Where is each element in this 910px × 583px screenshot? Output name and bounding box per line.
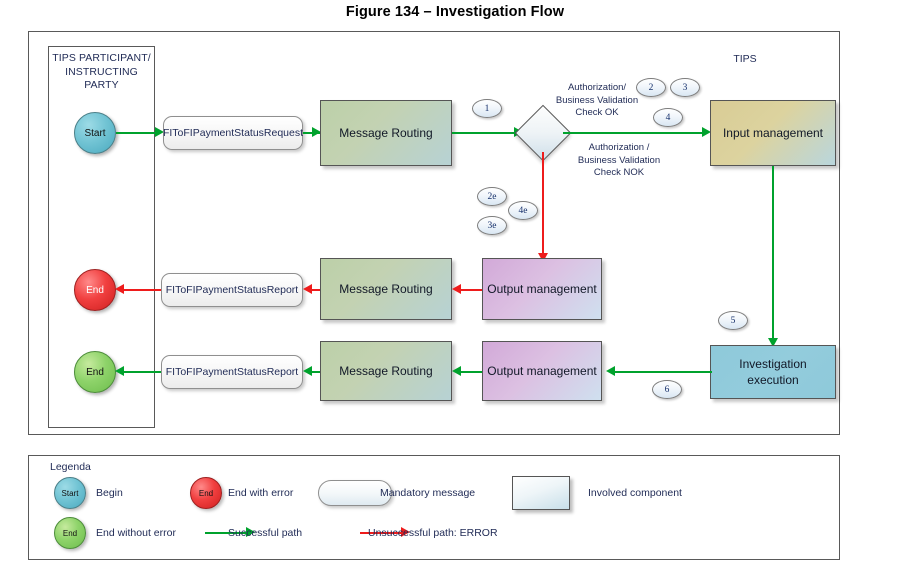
legend-mandatory-message-label: Mandatory message	[380, 487, 476, 499]
message-fitofipaymentstatusreport-error[interactable]: FIToFIPaymentStatusReport	[161, 273, 303, 307]
arrowhead-report-to-end-error	[115, 284, 124, 294]
label-check-nok: Authorization / Business Validation Chec…	[553, 142, 685, 180]
badge-6: 6	[652, 380, 682, 399]
component-output-management-bottom[interactable]: Output management	[482, 341, 602, 401]
edge-decision-ok-to-input	[563, 131, 707, 134]
party-swimlane-label: TIPS PARTICIPANT/ INSTRUCTING PARTY	[48, 52, 155, 93]
arrowhead-start-to-request	[155, 127, 164, 137]
arrowhead-output-to-routing-ok	[452, 366, 461, 376]
label-check-nok-line1: Authorization /	[588, 142, 650, 153]
party-swimlane-label-line2: INSTRUCTING	[65, 65, 138, 78]
component-message-routing-mid[interactable]: Message Routing	[320, 258, 452, 320]
badge-4: 4	[653, 108, 683, 127]
message-fitofipaymentstatusrequest[interactable]: FIToFIPaymentStatusRequest	[163, 116, 303, 150]
legend-end-ok-label: End without error	[96, 527, 176, 539]
legend-success-path-label: Successful path	[228, 527, 303, 539]
investigation-execution-line1: Investigation	[739, 357, 807, 371]
party-swimlane-label-line3: PARTY	[84, 79, 119, 91]
arrowhead-decision-nok-to-output	[537, 253, 548, 262]
component-output-management-mid[interactable]: Output management	[482, 258, 602, 320]
label-check-ok-line3: Check OK	[575, 107, 619, 118]
edge-routing-to-report-error	[307, 288, 321, 291]
arrowhead-decision-ok-to-input	[702, 127, 711, 137]
edge-routing-to-report-ok	[307, 370, 321, 373]
arrowhead-input-to-investigation	[767, 338, 778, 347]
edge-decision-nok-to-output	[541, 152, 545, 258]
legend-frame	[28, 455, 840, 560]
start-node[interactable]: Start	[74, 112, 116, 154]
edge-output-to-routing-error	[456, 288, 482, 291]
party-swimlane-panel	[48, 46, 155, 428]
legend-begin-icon: Start	[54, 477, 86, 509]
label-check-nok-line2: Business Validation	[577, 154, 661, 166]
legend-error-path-arrowhead	[401, 527, 410, 537]
legend-success-path-arrowhead	[246, 527, 255, 537]
investigation-execution-line2: execution	[747, 373, 799, 387]
legend-involved-component-label: Involved component	[588, 487, 682, 499]
badge-2: 2	[636, 78, 666, 97]
legend-mandatory-message-icon	[318, 480, 392, 506]
edge-output-to-routing-ok	[456, 370, 482, 373]
tips-swimlane-label: TIPS	[733, 53, 757, 65]
party-swimlane-label-line1: TIPS PARTICIPANT/	[52, 52, 151, 64]
message-fitofipaymentstatusreport-ok[interactable]: FIToFIPaymentStatusReport	[161, 355, 303, 389]
component-input-management[interactable]: Input management	[710, 100, 836, 166]
arrowhead-report-to-end-ok	[115, 366, 124, 376]
badge-5: 5	[718, 311, 748, 330]
label-check-ok-line1: Authorization/	[567, 82, 627, 93]
end-node-with-error[interactable]: End	[74, 269, 116, 311]
edge-start-to-request	[116, 131, 160, 134]
label-check-ok-line2: Business Validation	[555, 94, 639, 106]
edge-routing-to-decision	[452, 131, 520, 134]
edge-investigation-to-output	[614, 370, 712, 373]
legend-success-path-line	[205, 531, 249, 534]
arrowhead-routing-to-report-error	[303, 284, 312, 294]
label-check-ok: Authorization/ Business Validation Check…	[532, 82, 662, 120]
legend-title: Legenda	[50, 461, 91, 473]
label-check-nok-line3: Check NOK	[593, 167, 645, 178]
legend-error-path-label: Unsuccessful path: ERROR	[368, 527, 498, 539]
arrowhead-routing-to-report-ok	[303, 366, 312, 376]
component-investigation-execution[interactable]: Investigation execution	[710, 345, 836, 399]
arrowhead-request-to-routing	[312, 127, 321, 137]
badge-4e: 4e	[508, 201, 538, 220]
edge-input-to-investigation	[771, 166, 775, 342]
badge-2e: 2e	[477, 187, 507, 206]
badge-3e: 3e	[477, 216, 507, 235]
badge-1: 1	[472, 99, 502, 118]
legend-end-error-icon: End	[190, 477, 222, 509]
end-node-without-error[interactable]: End	[74, 351, 116, 393]
arrowhead-output-to-routing-error	[452, 284, 461, 294]
legend-error-path-line	[360, 531, 404, 534]
component-message-routing-top[interactable]: Message Routing	[320, 100, 452, 166]
edge-report-to-end-error	[119, 288, 161, 291]
badge-3: 3	[670, 78, 700, 97]
investigation-execution-label: Investigation execution	[739, 356, 806, 388]
edge-report-to-end-ok	[119, 370, 161, 373]
legend-end-ok-icon: End	[54, 517, 86, 549]
figure-title: Figure 134 – Investigation Flow	[345, 4, 565, 20]
arrowhead-investigation-to-output	[606, 366, 615, 376]
legend-involved-component-icon	[512, 476, 570, 510]
legend-end-error-label: End with error	[228, 487, 294, 499]
component-message-routing-bottom[interactable]: Message Routing	[320, 341, 452, 401]
legend-begin-label: Begin	[96, 487, 123, 499]
